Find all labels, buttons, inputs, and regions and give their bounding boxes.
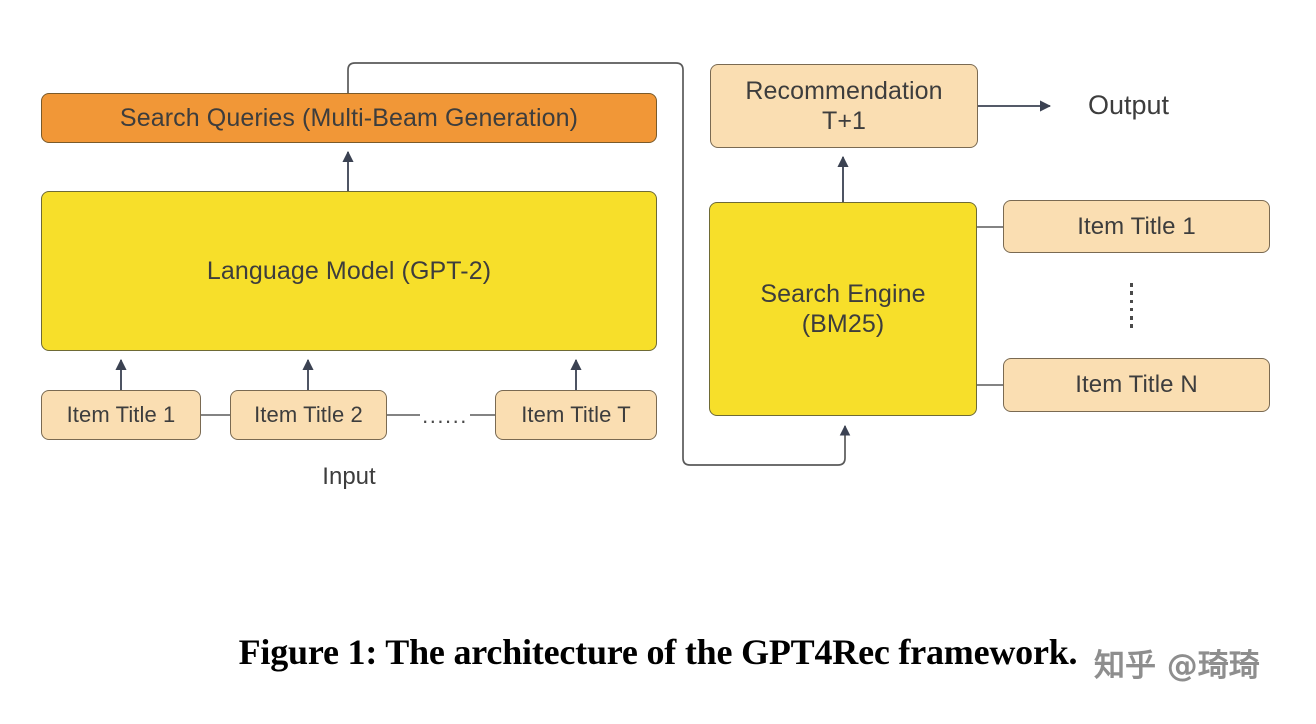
- node-input-item-t[interactable]: Item Title T: [495, 390, 657, 440]
- edge-queries-to-engine: [347, 62, 851, 466]
- input-chain-ellipsis: ......: [422, 403, 468, 428]
- node-search-queries[interactable]: Search Queries (Multi-Beam Generation): [41, 93, 657, 143]
- ellipsis-dot: [1129, 291, 1134, 295]
- output-label: Output: [1088, 90, 1170, 120]
- ellipsis-dot: [1129, 283, 1134, 287]
- ellipsis-dot: [1129, 316, 1134, 320]
- ellipsis-dot: [1129, 299, 1134, 304]
- node-recommendation[interactable]: Recommendation T+1: [710, 64, 978, 148]
- node-retrieved-item-n[interactable]: Item Title N: [1003, 358, 1270, 412]
- node-retrieved-item-1[interactable]: Item Title 1: [1003, 200, 1270, 253]
- node-input-item-2[interactable]: Item Title 2: [230, 390, 387, 440]
- figure-caption: Figure 1: The architecture of the GPT4Re…: [238, 632, 1078, 672]
- retrieved-items-ellipsis: [1129, 283, 1134, 328]
- ellipsis-dot: [1129, 324, 1134, 328]
- node-search-engine[interactable]: Search Engine (BM25): [709, 202, 977, 416]
- node-input-item-1[interactable]: Item Title 1: [41, 390, 201, 440]
- node-language-model[interactable]: Language Model (GPT-2): [41, 191, 657, 351]
- ellipsis-dot: [1129, 307, 1134, 312]
- input-group-label: Input: [322, 463, 376, 490]
